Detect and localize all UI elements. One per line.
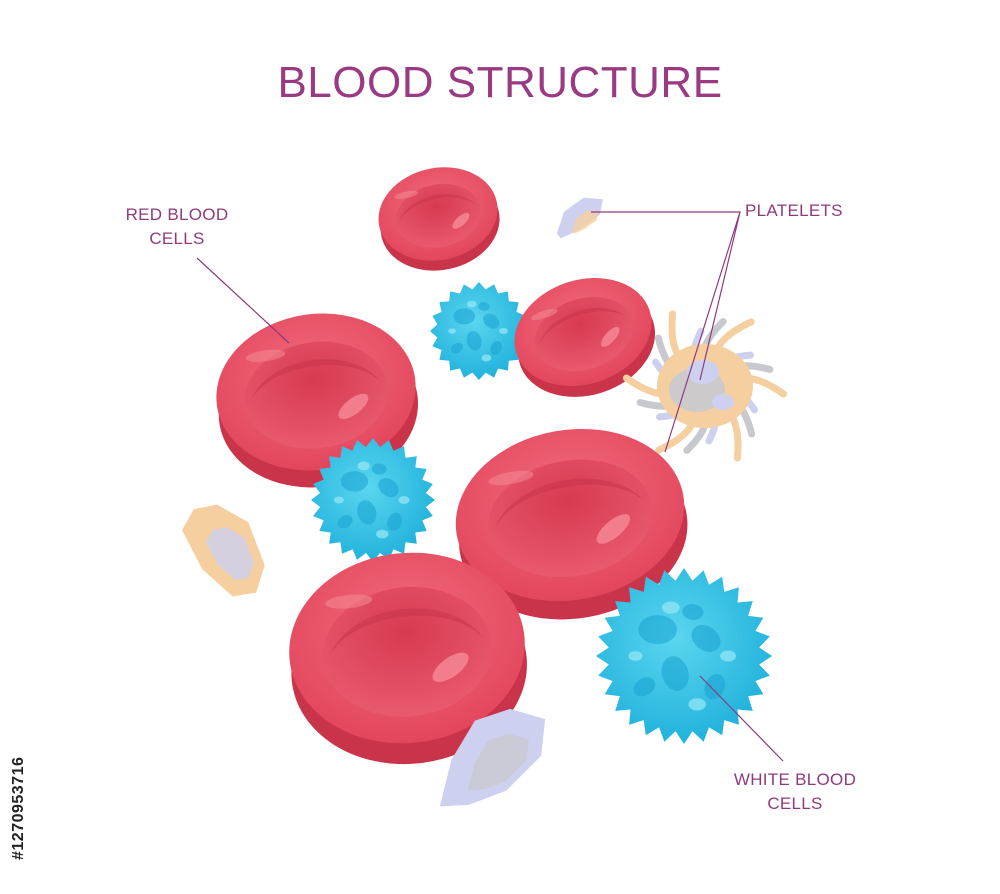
white-cell-left-spot <box>337 515 353 529</box>
label-white-blood-cells-line-1: WHITE BLOOD <box>733 770 857 789</box>
white-cell-large-spot <box>661 656 689 691</box>
platelet-top-fleck <box>571 210 599 234</box>
white-cell-small-spot <box>453 308 476 325</box>
leader-lines <box>196 211 784 762</box>
red-cell-left <box>216 313 419 488</box>
red-cell-bottom-highlight <box>432 652 469 682</box>
red-cell-bottom <box>289 552 527 765</box>
cells-group <box>182 167 788 807</box>
white-cell-large-spot <box>704 673 726 700</box>
white-cell-small-light <box>499 327 508 335</box>
white-cell-left-spot <box>357 500 377 525</box>
label-platelets: PLATELETS <box>745 199 875 223</box>
white-cell-left-spot <box>378 478 399 498</box>
red-cell-center-dish <box>488 459 653 578</box>
white-cell-small-spot <box>450 342 463 354</box>
leader-platelets-b <box>664 211 741 453</box>
white-cell-large-body <box>596 568 772 744</box>
label-white-blood-cells-line-2: CELLS <box>767 794 823 813</box>
white-cell-left-light <box>333 496 344 504</box>
red-cell-mid-right-highlight <box>601 326 620 347</box>
white-cell-large-spot <box>682 604 704 620</box>
red-cell-left-shadow <box>250 359 382 402</box>
white-cell-large <box>596 568 772 744</box>
red-cell-left-dish <box>244 341 389 449</box>
white-cell-left <box>311 438 435 562</box>
white-cell-large-light <box>688 698 706 711</box>
white-cell-small-spot <box>483 313 500 329</box>
white-cell-left-spot <box>340 471 369 492</box>
red-cell-bottom-highlight-top <box>325 594 373 609</box>
label-white-blood-cells: WHITE BLOOD CELLS <box>715 768 875 816</box>
platelet-bottom-fleck <box>467 733 529 790</box>
red-cell-top-highlight-top <box>394 190 419 199</box>
red-cell-center-shadow <box>495 478 645 529</box>
red-cell-top-shadow <box>399 194 477 223</box>
white-cell-left-body <box>311 438 435 562</box>
leader-red-blood-cells <box>196 257 290 344</box>
platelet-top <box>556 197 603 239</box>
red-cell-left-highlight <box>338 393 369 420</box>
red-cell-mid-right-highlight-top <box>530 308 558 321</box>
platelet-bottom <box>439 708 546 807</box>
red-cell-mid-right-dish <box>534 296 633 372</box>
white-cell-large-spot <box>691 624 721 652</box>
label-red-blood-cells-line-2: CELLS <box>149 229 205 248</box>
white-cell-small-spot <box>490 341 502 356</box>
white-cell-large-light <box>662 601 680 614</box>
white-cell-large-spot <box>633 677 656 697</box>
white-cell-large-light <box>720 650 736 662</box>
white-cell-left-spot <box>371 463 387 475</box>
red-cell-bottom-shadow <box>329 608 485 657</box>
platelet-activated-granule-2 <box>712 394 734 410</box>
platelet-activated-granule <box>687 360 719 384</box>
label-red-blood-cells: RED BLOOD CELLS <box>118 203 236 251</box>
diagram-title: BLOOD STRUCTURE <box>277 58 723 107</box>
white-cell-small <box>430 282 528 380</box>
platelet-left <box>182 504 265 597</box>
white-cell-small-light <box>466 300 477 308</box>
side-id-text: #1270953716 <box>10 756 27 860</box>
white-cell-left-spot <box>387 512 403 531</box>
white-cell-small-body <box>430 282 528 380</box>
red-cell-center-highlight <box>596 514 631 544</box>
label-red-blood-cells-line-1: RED BLOOD <box>125 205 229 224</box>
red-cell-center <box>455 428 688 620</box>
white-cell-small-light <box>481 354 492 362</box>
white-cell-left-light <box>398 496 410 504</box>
white-cell-small-spot <box>466 331 482 351</box>
red-cell-center-highlight-top <box>488 470 534 486</box>
red-cell-top-highlight <box>452 212 470 229</box>
white-cell-small-light <box>448 328 456 334</box>
red-cell-top <box>378 167 500 271</box>
leader-white-blood-cells <box>699 675 784 762</box>
white-cell-large-light <box>628 651 643 661</box>
red-cell-mid-right <box>514 278 656 397</box>
label-platelets-line-1: PLATELETS <box>745 201 843 220</box>
white-cell-small-spot <box>478 302 490 311</box>
red-cell-left-highlight-top <box>245 349 286 362</box>
white-cell-left-light <box>376 529 389 539</box>
white-cell-large-spot <box>638 615 677 645</box>
white-cell-left-light <box>357 461 370 471</box>
platelet-left-fleck <box>206 527 254 581</box>
red-cell-top-dish <box>395 183 482 248</box>
